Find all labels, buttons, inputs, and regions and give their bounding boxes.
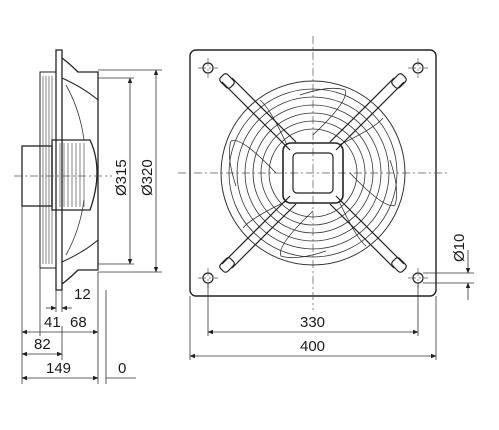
dim-82: 82 [34, 336, 51, 353]
side-guard [39, 71, 57, 269]
dim-plate-width: 400 [300, 338, 325, 355]
front-guard-rings [220, 80, 406, 266]
side-view: Ø320 Ø315 12 41 68 82 149 0 [14, 49, 162, 384]
dim-0: 0 [118, 360, 126, 377]
side-flange [55, 49, 63, 291]
front-impeller-blades [228, 87, 398, 259]
dim-12: 12 [74, 286, 91, 303]
dim-149: 149 [46, 360, 71, 377]
front-motor-hub [282, 142, 344, 204]
dim-hole-diameter: Ø10 [451, 234, 468, 262]
dim-outer-diameter: Ø320 [139, 159, 156, 196]
dim-inner-diameter: Ø315 [113, 159, 130, 196]
dim-41: 41 [44, 314, 61, 331]
front-view: 330 400 Ø10 [178, 36, 474, 360]
dim-68: 68 [70, 314, 87, 331]
side-impeller [61, 77, 99, 263]
front-support-arms [219, 73, 407, 273]
dim-hole-spacing: 330 [300, 314, 325, 331]
side-motor [21, 139, 98, 211]
side-shroud [61, 57, 99, 285]
